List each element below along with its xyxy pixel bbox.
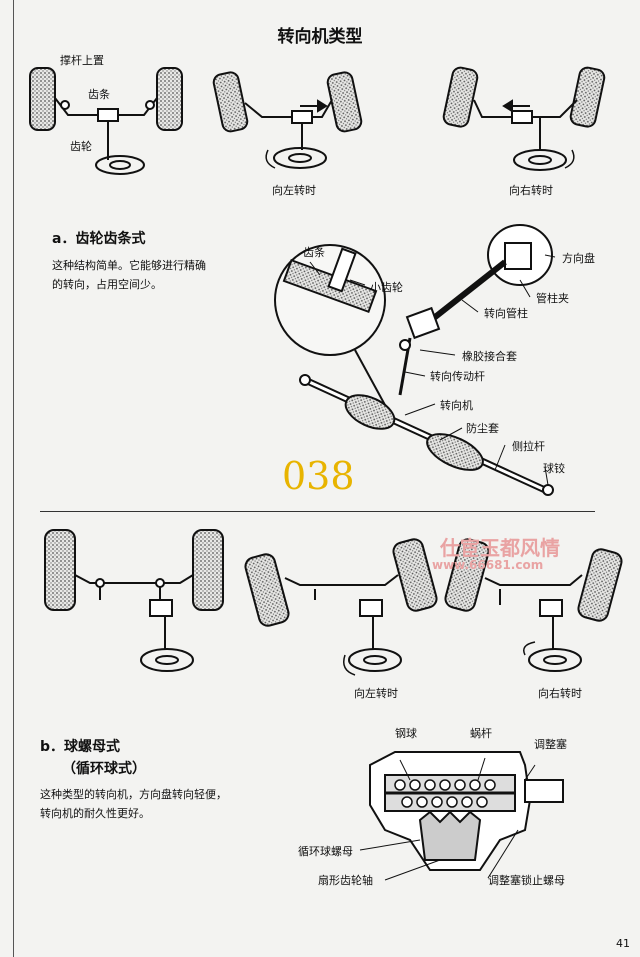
label-ball-joint: 球铰	[543, 462, 565, 475]
section-b-subheading: （循环球式）	[62, 761, 146, 777]
label-ball-nut: 循环球螺母	[298, 845, 353, 858]
page-title: 转向机类型	[277, 27, 363, 47]
diagram-rack-pinion-assembly	[274, 224, 556, 496]
section-b-desc-line2: 转向机的耐久性更好。	[40, 807, 150, 820]
label-sector-shaft: 扇形齿轮轴	[318, 874, 373, 887]
section-b-heading: b．球螺母式	[40, 739, 121, 755]
section-a-desc: 这种结构简单。它能够进行精确 的转向，占用空间少。	[52, 256, 206, 294]
diagram-ball-right	[444, 538, 623, 672]
section-divider	[40, 511, 595, 512]
label-steering-column: 转向管柱	[484, 307, 528, 320]
diagram-ball-straight	[44, 529, 224, 672]
label-dust-boot: 防尘套	[466, 422, 499, 435]
page-edge-line	[13, 0, 14, 957]
label-pinion-top: 齿轮	[70, 140, 92, 153]
section-a-heading: a．齿轮齿条式	[52, 231, 146, 247]
watermark-url: www.66681.com	[432, 558, 544, 572]
label-turn-left-middle: 向左转时	[354, 687, 398, 700]
section-b-desc-line1: 这种类型的转向机，方向盘转向轻便，	[40, 788, 227, 801]
section-a-desc-line1: 这种结构简单。它能够进行精确	[52, 259, 206, 272]
label-steel-ball: 钢球	[395, 727, 417, 740]
label-steering-wheel: 方向盘	[562, 252, 595, 265]
page-mark-038: 038	[282, 454, 355, 498]
section-b-desc: 这种类型的转向机，方向盘转向轻便， 转向机的耐久性更好。	[40, 785, 227, 823]
page-number: 41	[616, 937, 630, 950]
label-pinion-a: 小齿轮	[370, 281, 403, 294]
diagram-ball-nut-gearbox	[359, 751, 564, 881]
diagram-ball-left	[244, 538, 438, 676]
label-rack-top: 齿条	[88, 88, 110, 101]
label-worm: 蜗杆	[470, 727, 492, 740]
label-lock-nut: 调整塞锁止螺母	[488, 874, 565, 887]
label-tie-rod-a: 侧拉杆	[512, 440, 545, 453]
label-turn-right-middle: 向右转时	[538, 687, 582, 700]
label-steering-gear: 转向机	[440, 399, 473, 412]
diagram-rack-left	[212, 71, 363, 169]
label-rubber-coupling: 橡胶接合套	[462, 350, 517, 363]
label-steering-shaft: 转向传动杆	[430, 370, 485, 383]
diagram-rack-straight	[29, 67, 183, 175]
label-turn-left-top: 向左转时	[272, 184, 316, 197]
section-a-desc-line2: 的转向，占用空间少。	[52, 278, 162, 291]
watermark-title: 仕宦玉都风情	[440, 536, 560, 560]
label-tie-rod-top: 撑杆上置	[60, 54, 104, 67]
diagram-rack-right	[442, 66, 606, 171]
label-turn-right-top: 向右转时	[509, 184, 553, 197]
label-column-clamp: 管柱夹	[536, 292, 569, 305]
label-rack-a: 齿条	[303, 246, 325, 259]
label-adjust-plug: 调整塞	[534, 738, 567, 751]
